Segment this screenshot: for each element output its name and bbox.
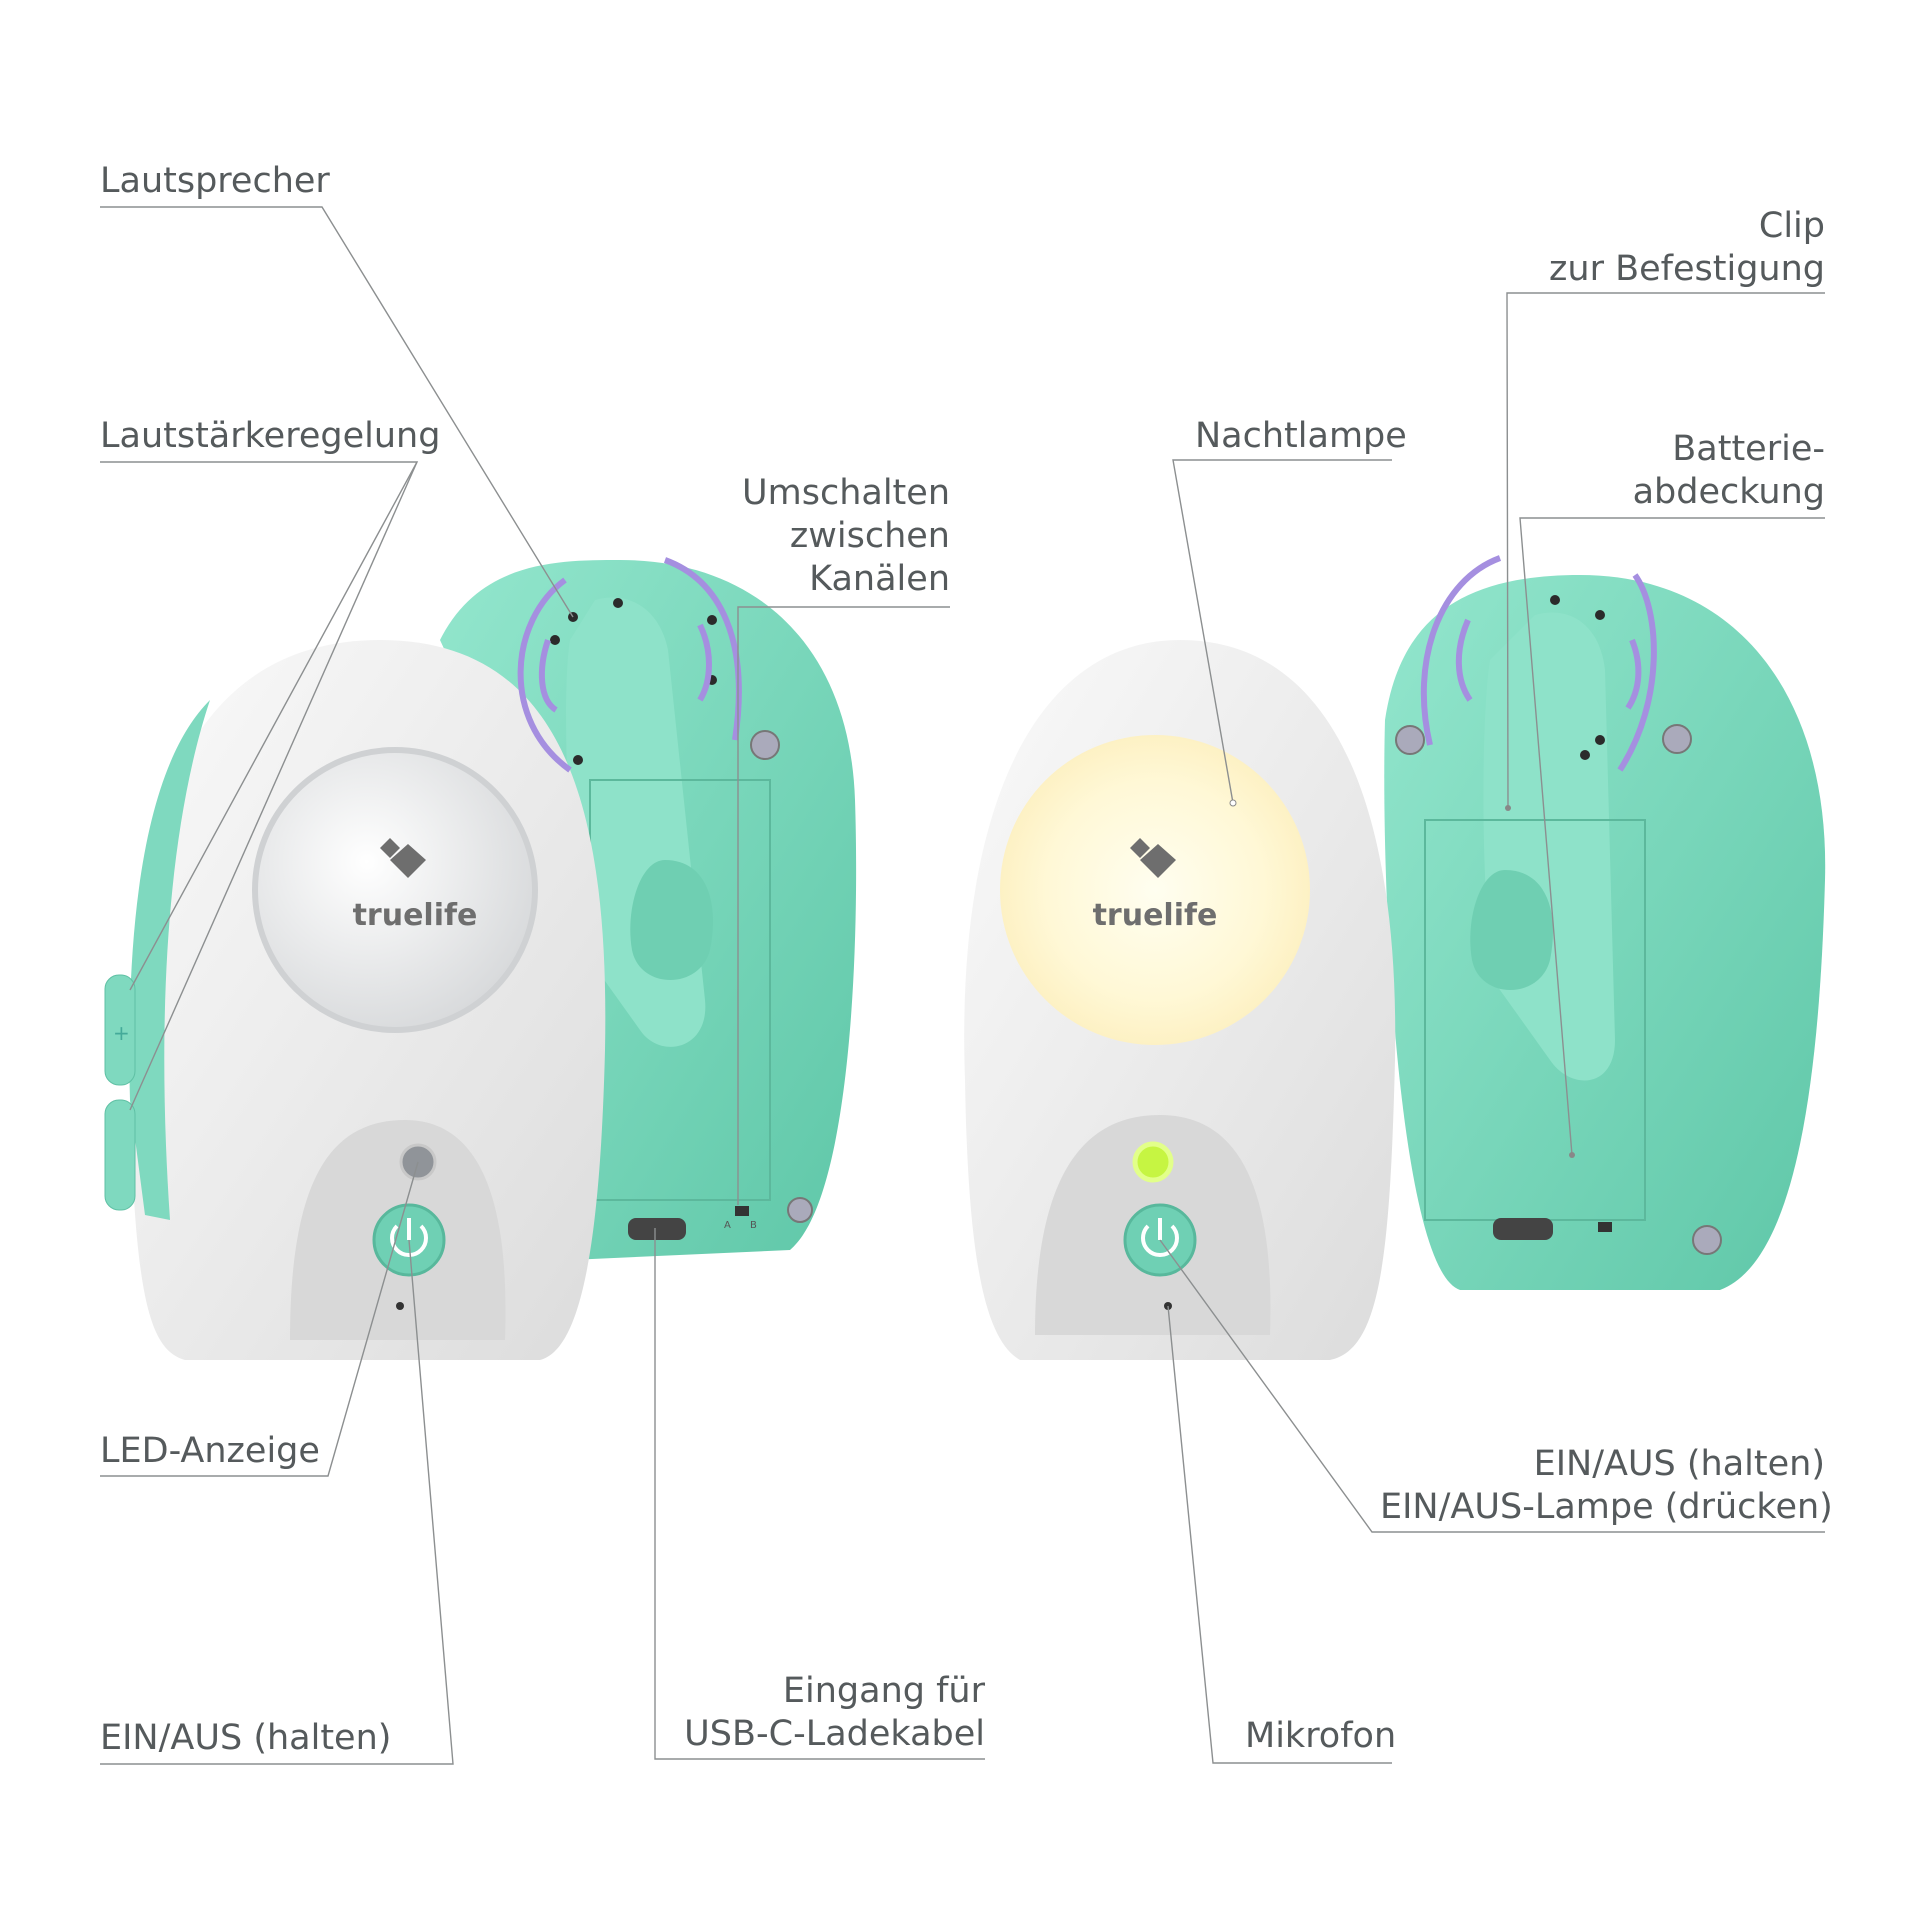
label-ein-aus-lampe: EIN/AUS (halten) EIN/AUS-Lampe (drücken): [1380, 1444, 1833, 1527]
clip-hole-left: [630, 860, 713, 980]
label-ein-aus-halten: EIN/AUS (halten): [100, 1718, 392, 1758]
speaker-grille: [252, 747, 538, 1033]
side-mint-strip: [129, 700, 210, 1220]
label-umschalten: Umschalten zwischen Kanälen: [742, 473, 950, 599]
label-nachtlampe: Nachtlampe: [1195, 416, 1407, 456]
mic-hole-left: [396, 1302, 404, 1310]
channel-switch-right: [1598, 1222, 1612, 1232]
night-lamp: [1000, 735, 1310, 1045]
switch-mark-a: A: [724, 1220, 731, 1231]
label-led-anzeige: LED-Anzeige: [100, 1431, 320, 1471]
label-eingang-usb: Eingang für USB-C-Ladekabel: [684, 1671, 985, 1754]
volume-plus-mark: +: [113, 1021, 130, 1045]
switch-mark-b: B: [750, 1220, 757, 1231]
label-lautstaerkeregelung: Lautstärkeregelung: [100, 416, 441, 456]
brand-logo: truelife: [353, 838, 478, 933]
baby-unit: truelife: [964, 555, 1826, 1360]
screw-icon: [1692, 1225, 1722, 1255]
parent-unit: A B truelife +: [104, 557, 857, 1360]
volume-down-button[interactable]: [104, 1099, 136, 1211]
label-lautsprecher: Lautsprecher: [100, 161, 330, 201]
screw-icon: [787, 1197, 813, 1223]
screw-icon: [750, 730, 780, 760]
screw-icon: [1395, 725, 1425, 755]
volume-up-button[interactable]: [104, 974, 136, 1086]
usb-c-port-right: [1493, 1218, 1553, 1240]
speaker-holes: [1550, 595, 1605, 760]
label-mikrofon: Mikrofon: [1245, 1716, 1397, 1756]
power-icon: [1141, 1224, 1179, 1258]
label-clip: Clip zur Befestigung: [1549, 206, 1825, 289]
label-batterieabdeckung: Batterie- abdeckung: [1632, 429, 1825, 512]
svg-text:truelife: truelife: [1093, 898, 1218, 933]
leader-lines: [100, 206, 1825, 1765]
rotate-arrows-right: [1420, 555, 1657, 772]
usb-c-port-left: [628, 1218, 686, 1240]
power-icon: [390, 1224, 428, 1258]
screw-icon: [1662, 724, 1692, 754]
brand-logo: truelife: [1093, 838, 1218, 933]
led-indicator-right: [1132, 1141, 1174, 1183]
clip-hole-right: [1470, 870, 1553, 990]
svg-text:truelife: truelife: [353, 898, 478, 933]
channel-switch-left: [735, 1206, 749, 1216]
